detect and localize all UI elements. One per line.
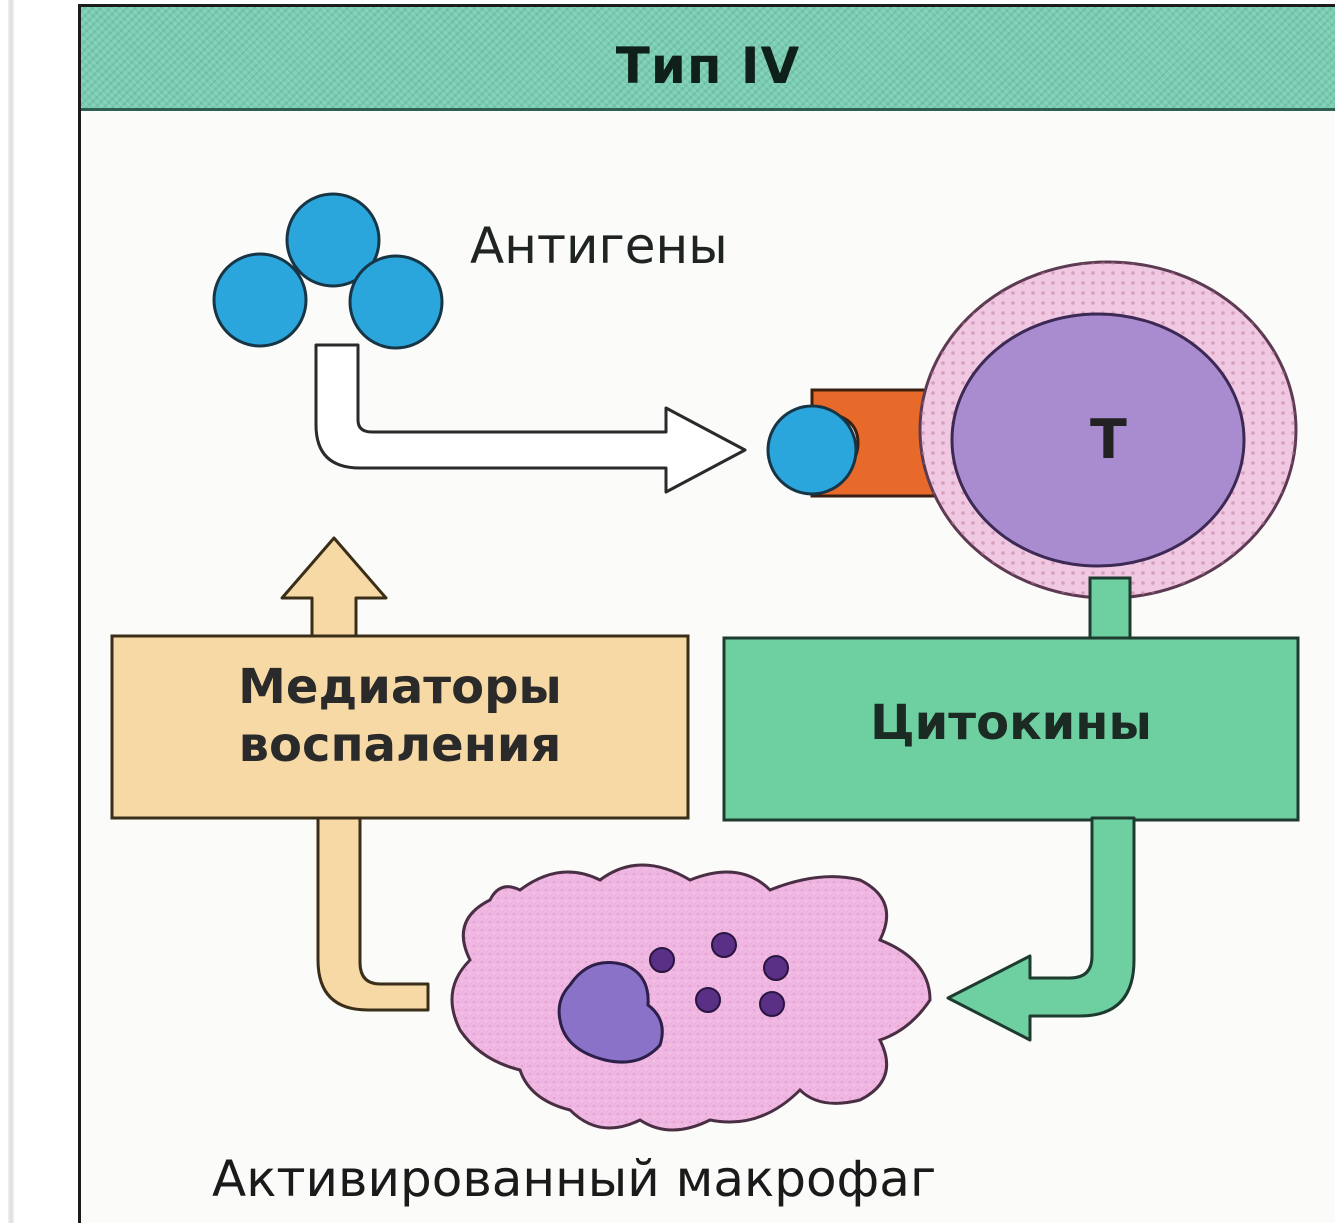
antigen-left [214,254,306,346]
bound-antigen [768,406,856,494]
cytokines-to-macrophage-arrow [948,818,1134,1040]
antigens-label: Антигены [470,217,728,275]
mediators-label: Медиаторы воспаления [112,658,688,774]
antigen-arrow [316,345,745,492]
activated-macrophage [452,865,930,1130]
t-cell-label: Т [1090,408,1127,471]
antigen-right [350,256,442,348]
granule [760,992,784,1016]
macrophage-to-mediators-arrow [318,818,428,1010]
macrophage-label: Активированный макрофаг [212,1150,936,1208]
granule [696,988,720,1012]
cytokines-stem [1090,578,1130,640]
granule [764,956,788,980]
cytokines-label: Цитокины [724,695,1298,751]
granule [650,948,674,972]
granule [712,933,736,957]
antigen-cluster [214,194,442,348]
mediators-up-arrow [282,538,386,636]
